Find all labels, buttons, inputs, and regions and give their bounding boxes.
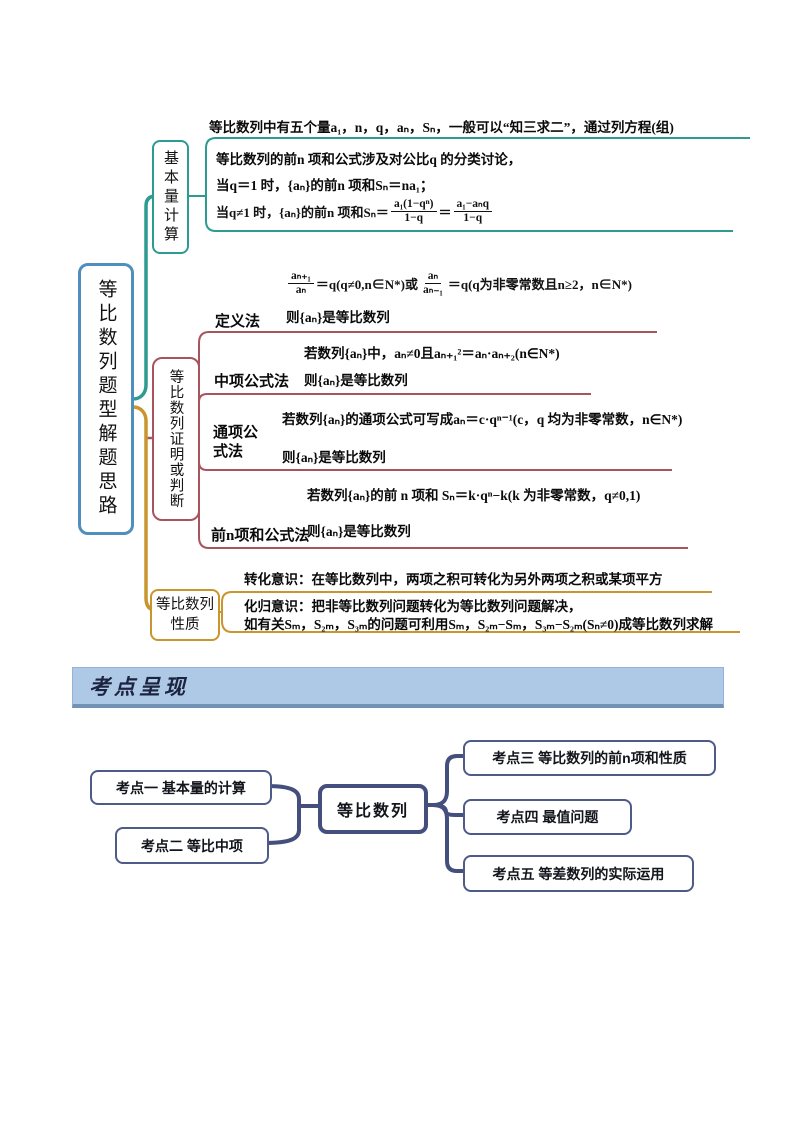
kaodian-3-node: 考点三 等比数列的前n项和性质 — [463, 740, 716, 776]
kaodian-5-label: 考点五 等差数列的实际运用 — [492, 865, 665, 882]
sum-formula-prefix: 当q≠1 时，{aₙ}的前n 项和Sₙ＝ — [216, 205, 389, 220]
kaodian-5-node: 考点五 等差数列的实际运用 — [463, 855, 694, 892]
sum-formula-fraction-1: a₁(1−qⁿ) 1−q — [390, 198, 437, 225]
branch-node-basic-label: 基本量计算 — [162, 149, 178, 245]
definition-fraction-1: aₙ₊₁ aₙ — [288, 270, 314, 297]
definition-formula-text-2: ＝q(q为非零常数且n≥2，n∈N*) — [447, 276, 632, 292]
branch-node-basic-quantity: 基本量计算 — [152, 140, 189, 254]
general-term-condition: 若数列{aₙ}的通项公式可写成aₙ＝c·qⁿ⁻¹(c，q 均为非零常数，n∈N*… — [282, 412, 683, 427]
middle-term-method-label: 中项公式法 — [214, 374, 290, 390]
definition-fraction-2: aₙ aₙ₋₁ — [422, 269, 443, 296]
kaodian-1-node: 考点一 基本量的计算 — [90, 770, 272, 805]
equals-sign: ＝ — [438, 205, 452, 220]
property-reduction-line1: 化归意识：把非等比数列问题转化为等比数列问题解决， — [244, 599, 582, 614]
branch-node-proof-judge: 等比数列证明或判断 — [152, 357, 200, 521]
kaodian-4-label: 考点四 最值问题 — [496, 809, 599, 825]
sum-formula-fraction-2: a₁−aₙq 1−q — [453, 198, 492, 225]
basic-intro-line: 等比数列中有五个量a₁，n，q，aₙ，Sₙ，一般可以“知三求二”，通过列方程(组… — [209, 120, 674, 135]
kaodian-2-node: 考点二 等比中项 — [115, 827, 269, 864]
sum-formula-note-line2: 当q＝1 时，{aₙ}的前n 项和Sₙ＝na₁； — [216, 178, 434, 193]
property-transform-line: 转化意识：在等比数列中，两项之积可转化为另外两项之积或某项平方 — [244, 572, 663, 587]
partial-sum-conclusion: 则{aₙ}是等比数列 — [307, 524, 411, 539]
kaodian-1-label: 考点一 基本量的计算 — [116, 779, 246, 796]
definition-method-formula: aₙ₊₁ aₙ ＝q(q≠0,n∈N*)或 aₙ aₙ₋₁ ＝q(q为非零常数且… — [286, 262, 632, 304]
root-node-label: 等比数列题型解题思路 — [95, 279, 117, 519]
middle-term-condition: 若数列{aₙ}中，aₙ≠0且aₙ₊₁²＝aₙ·aₙ₊₂(n∈N*) — [304, 346, 560, 361]
definition-method-label: 定义法 — [215, 314, 261, 330]
branch-node-property: 等比数列性质 — [150, 589, 220, 641]
branch-node-property-label: 等比数列性质 — [156, 597, 214, 633]
center-node-geometric-sequence: 等比数列 — [318, 784, 428, 834]
definition-conclusion: 则{aₙ}是等比数列 — [286, 310, 390, 325]
section-banner: 考点呈现 — [72, 667, 724, 708]
property-reduction-line2: 如有关Sₘ，S₂ₘ，S₃ₘ的问题可利用Sₘ，S₂ₘ−Sₘ，S₃ₘ−S₂ₘ(Sₙ≠… — [244, 617, 714, 632]
root-node: 等比数列题型解题思路 — [78, 263, 134, 535]
general-term-conclusion: 则{aₙ}是等比数列 — [282, 450, 386, 465]
sum-formula-note-line3: 当q≠1 时，{aₙ}的前n 项和Sₙ＝ a₁(1−qⁿ) 1−q ＝ a₁−a… — [216, 193, 494, 230]
section-banner-title: 考点呈现 — [89, 675, 189, 699]
middle-term-conclusion: 则{aₙ}是等比数列 — [304, 373, 408, 388]
sum-formula-note-line1: 等比数列的前n 项和公式涉及对公比q 的分类讨论， — [216, 152, 522, 167]
kaodian-2-label: 考点二 等比中项 — [141, 837, 243, 854]
partial-sum-method-label: 前n项和公式法 — [211, 528, 310, 544]
branch-node-proof-label: 等比数列证明或判断 — [167, 369, 184, 509]
definition-formula-text-1: ＝q(q≠0,n∈N*)或 — [315, 276, 418, 292]
kaodian-4-node: 考点四 最值问题 — [463, 799, 632, 835]
partial-sum-condition: 若数列{aₙ}的前 n 项和 Sₙ＝k·qⁿ−k(k 为非零常数，q≠0,1) — [307, 488, 641, 503]
center-node-label: 等比数列 — [336, 803, 409, 820]
general-term-method-label: 通项公式法 — [213, 425, 259, 460]
kaodian-3-label: 考点三 等比数列的前n项和性质 — [492, 750, 687, 766]
